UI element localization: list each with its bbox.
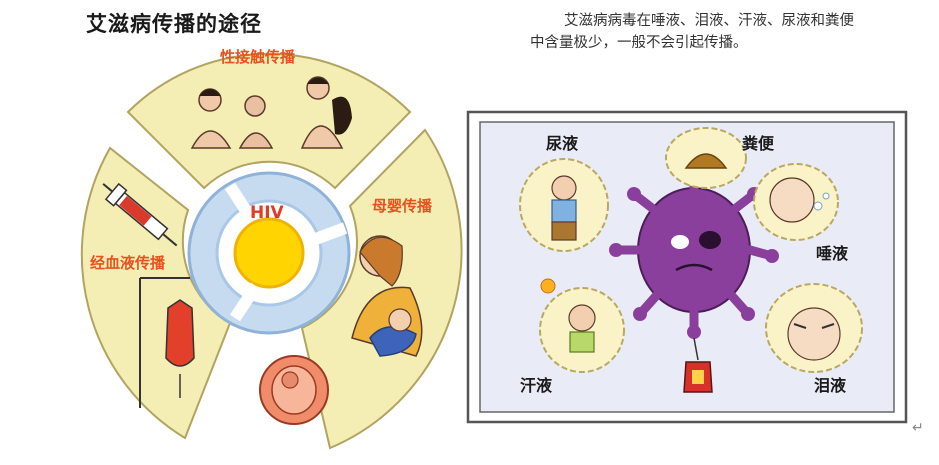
fluid-label-tears: 泪液: [814, 376, 847, 395]
hiv-label: HIV: [250, 203, 284, 223]
segment-mother-infant: [300, 128, 463, 450]
fetus-icon: [259, 355, 329, 425]
fluid-label-feces: 粪便: [742, 134, 775, 153]
segment-sexual: [126, 52, 412, 190]
body-fluid-note: 艾滋病病毒在唾液、泪液、汗液、尿液和粪便中含量极少，一般不会引起传播。: [530, 10, 860, 54]
fluid-label-urine: 尿液: [546, 134, 579, 153]
routes-wheel: [80, 52, 463, 450]
fluid-label-sweat: 汗液: [520, 376, 553, 395]
body-fluids-panel: 尿液 粪便 唾液 汗液 泪液: [466, 110, 908, 428]
route-label-sexual: 性接触传播: [220, 48, 296, 66]
hiv-core: [233, 217, 305, 289]
note-text: 艾滋病病毒在唾液、泪液、汗液、尿液和粪便中含量极少，一般不会引起传播。: [530, 13, 854, 51]
lantern-icon: [683, 337, 713, 393]
page-title: 艾滋病传播的途径: [86, 11, 262, 36]
feces-bubble: [665, 127, 747, 189]
blood-bag-icon: [139, 277, 195, 408]
transmission-routes-diagram: HIV 性接触传播 母婴传播 经血液传播: [80, 38, 470, 458]
route-label-blood: 经血液传播: [90, 254, 166, 272]
urine-bubble: [519, 158, 609, 252]
body-fluids-illustration: [466, 110, 908, 424]
sweat-bubble: [539, 278, 625, 373]
fluid-label-saliva: 唾液: [816, 244, 849, 263]
virus-icon: [609, 161, 779, 339]
segment-blood: [80, 146, 232, 440]
couple-illustration: [190, 76, 352, 149]
tears-bubble: [765, 283, 863, 373]
return-icon: ↵: [912, 420, 924, 436]
saliva-bubble: [753, 163, 839, 241]
mother-baby-illustration: [351, 235, 423, 357]
syringe-icon: [102, 182, 178, 247]
route-label-mother-infant: 母婴传播: [372, 197, 433, 215]
